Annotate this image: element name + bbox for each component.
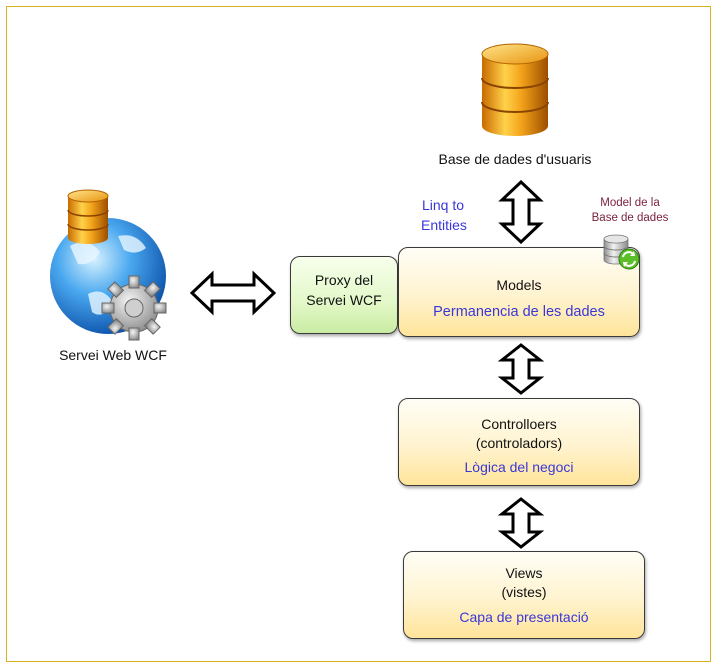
double-arrow-vertical-icon [498, 343, 544, 395]
database-sync-icon [603, 234, 640, 270]
controllers-line2: (controladors) [475, 435, 563, 451]
views-subtitle: Capa de presentació [459, 609, 589, 625]
wcf-service-icon [50, 189, 167, 341]
model-db-label-line1: Model de la [600, 197, 660, 209]
models-subtitle: Permanencia de les dades [433, 304, 605, 320]
database-label: Base de dades d'usuaris [438, 151, 592, 167]
double-arrow-vertical-icon [498, 180, 544, 244]
proxy-line1: Proxy del [314, 272, 374, 288]
controllers-subtitle: Lògica del negoci [464, 459, 574, 475]
models-box: Models Permanencia de les dades [398, 247, 640, 337]
views-line1: Views [505, 565, 543, 581]
views-box: Views (vistes) Capa de presentació [403, 551, 645, 639]
double-arrow-horizontal-icon [190, 270, 276, 316]
linq-label-line2: Entities [421, 217, 467, 233]
proxy-box: Proxy del Servei WCF [290, 256, 398, 334]
database-icon [481, 43, 549, 136]
double-arrow-vertical-icon [498, 497, 544, 549]
proxy-line2: Servei WCF [306, 292, 382, 308]
controllers-line1: Controlloers [481, 416, 557, 432]
model-db-label-line2: Base de dades [591, 212, 669, 224]
wcf-service-label: Servei Web WCF [59, 347, 167, 363]
views-line2: (vistes) [501, 584, 547, 600]
controllers-box: Controlloers (controladors) Lògica del n… [398, 398, 640, 486]
models-title: Models [496, 277, 542, 293]
linq-label-line1: Linq to [422, 197, 465, 213]
